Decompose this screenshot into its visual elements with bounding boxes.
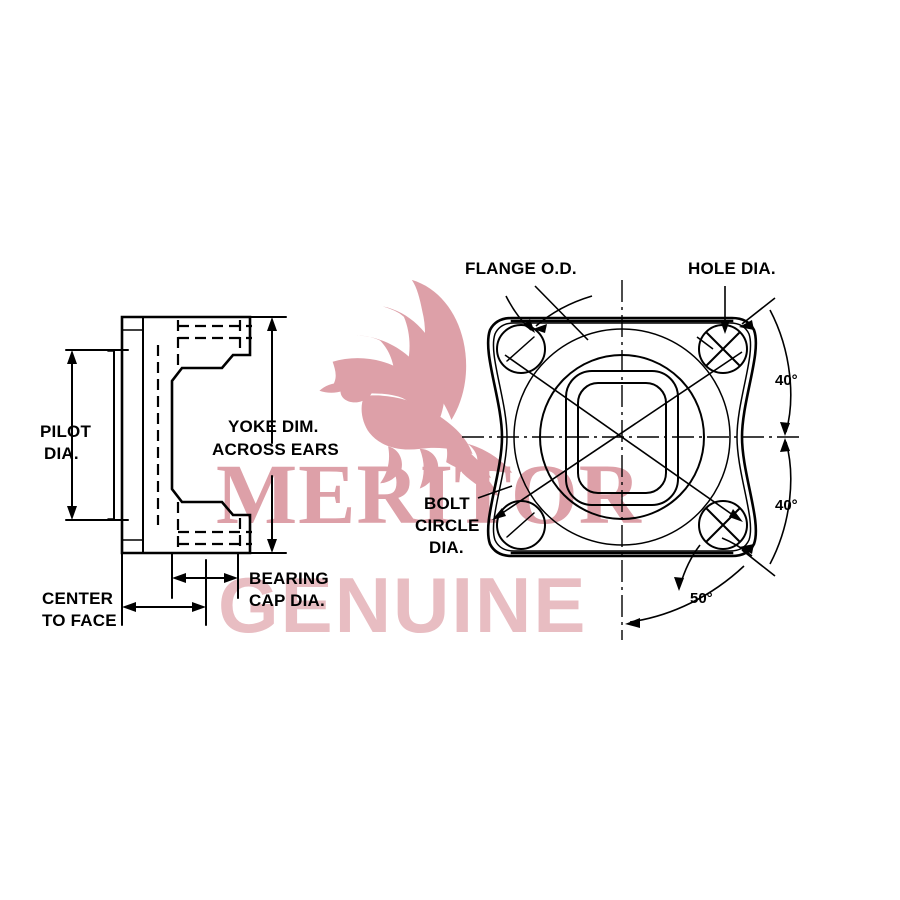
hole-dia-label: HOLE DIA.	[688, 259, 776, 278]
center-to-face-arrow-left	[122, 602, 136, 612]
yoke-side-view: PILOT DIA. YOKE DIM. ACROSS EARS BEARING…	[40, 315, 339, 630]
angle-upper-right-leg	[741, 297, 776, 325]
angle-lower-right-leg-arrow	[739, 544, 754, 554]
angle-bottom-label: 50°	[690, 590, 713, 607]
angle-upper-right-leg-arrow	[739, 320, 754, 330]
bolt-hole-top-left-tick	[506, 336, 535, 362]
bolt-circle-label-leader	[477, 485, 513, 499]
yoke-body-outline	[120, 315, 252, 555]
angle-bottom-arc	[629, 565, 745, 623]
bore-outer-rounded-rect	[565, 370, 679, 506]
flange-inner-offset	[492, 322, 752, 552]
bolt-circle	[513, 328, 731, 546]
angle-bottom-leader-2	[721, 537, 753, 557]
center-to-face-label-line2: TO FACE	[42, 611, 117, 630]
bolt-circle-label-line3: DIA.	[429, 538, 464, 557]
bolt-hole-bottom-left-tick	[506, 512, 535, 538]
bearing-cap-label-line2: CAP DIA.	[249, 591, 325, 610]
bearing-cap-arrow-right	[224, 573, 238, 583]
angle-lower-right-leg	[741, 549, 776, 577]
flange-outline	[486, 316, 758, 558]
bolt-circle-label-line1: BOLT	[424, 494, 470, 513]
pilot-circle	[539, 354, 705, 520]
yoke-dim-arrow-up	[267, 317, 277, 331]
bolt-circle-diameter-leader-a	[504, 354, 741, 521]
flange-od-leader	[534, 285, 589, 341]
pegasus-icon	[319, 279, 513, 497]
bore-inner-rounded-rect	[577, 382, 667, 494]
pilot-dia-label-line2: DIA.	[44, 444, 79, 463]
angle-lower-right-label: 40°	[775, 497, 798, 514]
bearing-cap-arrow-left	[172, 573, 186, 583]
flange-front-view: FLANGE O.D. HOLE DIA. BOLT CIRCLE DIA. 4…	[415, 259, 800, 640]
bolt-hole-top-right-cross-b	[706, 332, 740, 366]
bolt-circle-label-line2: CIRCLE	[415, 516, 479, 535]
angle-upper-right-arc	[769, 309, 792, 433]
bearing-cap-label-line1: BEARING	[249, 569, 329, 588]
pilot-dia-arrow-up	[67, 350, 77, 364]
angle-bottom-arrow	[625, 618, 640, 628]
angle-upper-right-arrow	[780, 422, 790, 436]
flange-od-arc-2-arrow	[523, 319, 535, 333]
pilot-dia-arrow-down	[67, 506, 77, 520]
yoke-dim-label-line1: YOKE DIM.	[228, 417, 319, 436]
bolt-circle-diameter-leader-b	[494, 351, 743, 519]
angle-upper-right-label: 40°	[775, 372, 798, 389]
flange-od-arc-arrow	[533, 324, 547, 333]
pilot-dia-label-line1: PILOT	[40, 422, 91, 441]
angle-bottom-leader-arrow	[674, 577, 684, 591]
flange-od-label: FLANGE O.D.	[465, 259, 577, 278]
hole-dia-arrow	[720, 320, 730, 334]
center-to-face-arrow-right	[192, 602, 206, 612]
bolt-circle-leader-b-arrow	[492, 508, 506, 520]
bolt-hole-bottom-right	[698, 500, 748, 550]
yoke-dim-arrow-down	[267, 539, 277, 553]
yoke-dim-label-line2: ACROSS EARS	[212, 440, 339, 459]
pilot-face-caps	[107, 350, 115, 520]
hole-dia-leader-2	[696, 336, 714, 350]
flange-od-arc	[535, 295, 593, 327]
angle-lower-right-arc	[769, 441, 792, 565]
bolt-circle-leader-a-arrow	[729, 509, 743, 522]
center-to-face-label-line1: CENTER	[42, 589, 113, 608]
angle-lower-right-arrow	[780, 438, 790, 452]
watermark-qualifier-text: GENUINE	[218, 561, 587, 649]
bolt-hole-top-left	[496, 324, 546, 374]
